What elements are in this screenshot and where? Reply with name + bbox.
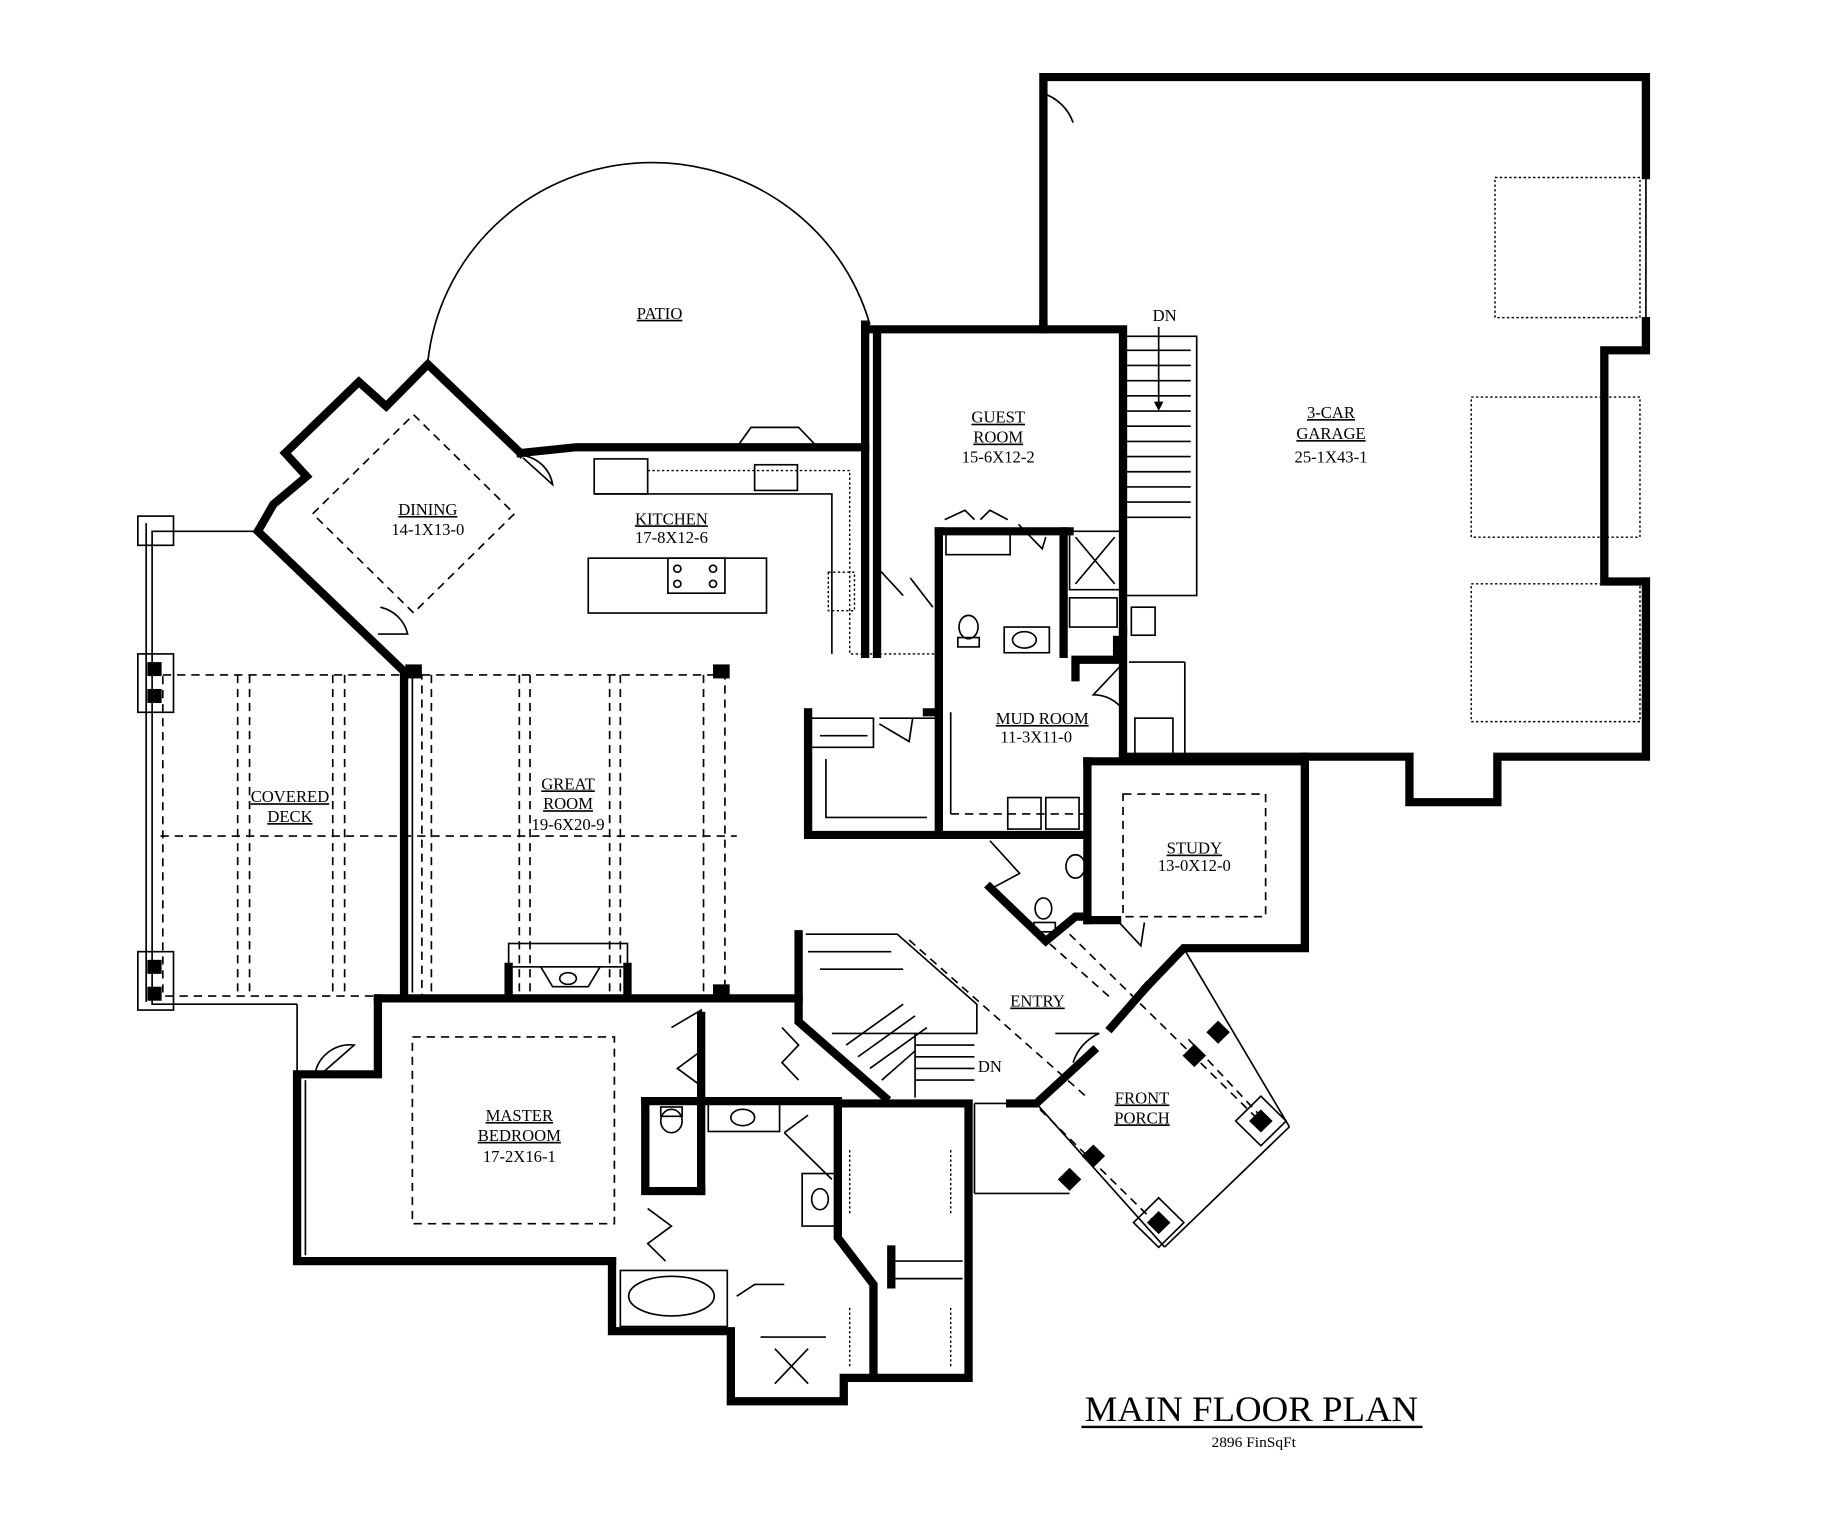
great-room-walls	[160, 664, 799, 1003]
room-label-front-porch-1: FRONT	[1115, 1089, 1170, 1108]
guest-room-walls	[860, 319, 1156, 658]
plan-subtitle: 2896 FinSqFt	[1212, 1434, 1297, 1451]
stair-dn-label: DN	[1153, 306, 1177, 325]
room-label-garage-1: 3-CAR	[1307, 403, 1355, 422]
room-label-master-bedroom-1: MASTER	[486, 1106, 553, 1125]
master-suite-walls	[292, 994, 973, 1406]
room-label-mud-room: MUD ROOM	[996, 709, 1089, 728]
patio-outline	[426, 161, 871, 363]
room-dims-kitchen: 17-8X12-6	[635, 528, 708, 547]
entry-walls	[908, 886, 1291, 1248]
room-label-kitchen: KITCHEN	[635, 509, 708, 528]
room-dims-guest-room: 15-6X12-2	[962, 448, 1035, 467]
room-dims-garage: 25-1X43-1	[1295, 448, 1368, 467]
room-label-great-room-2: ROOM	[543, 794, 593, 813]
kitchen-dining-walls	[252, 358, 878, 678]
powder-entry-walls	[984, 840, 1092, 947]
room-label-master-bedroom-2: BEDROOM	[478, 1126, 561, 1145]
room-label-patio: PATIO	[637, 304, 683, 323]
room-label-covered-deck-2: DECK	[267, 807, 312, 826]
room-label-study: STUDY	[1167, 839, 1223, 858]
room-dims-great-room: 19-6X20-9	[532, 815, 605, 834]
room-label-dining: DINING	[398, 500, 457, 519]
room-dims-mud-room: 11-3X11-0	[1000, 728, 1072, 747]
room-label-guest-room-2: ROOM	[973, 428, 1023, 447]
room-dims-dining: 14-1X13-0	[391, 520, 464, 539]
room-label-great-room-1: GREAT	[541, 774, 595, 793]
main-stair	[794, 930, 978, 1104]
main-stair-dn-label: DN	[978, 1057, 1002, 1076]
room-label-entry: ENTRY	[1010, 992, 1065, 1011]
garage-walls	[1039, 72, 1651, 807]
room-label-covered-deck-1: COVERED	[251, 787, 330, 806]
garage-stair	[1122, 326, 1198, 597]
room-dims-master-bedroom: 17-2X16-1	[483, 1147, 556, 1166]
mud-room-walls	[934, 626, 1310, 925]
room-label-front-porch-2: PORCH	[1114, 1108, 1170, 1127]
room-label-guest-room-1: GUEST	[971, 408, 1025, 427]
plan-title: MAIN FLOOR PLAN	[1085, 1388, 1419, 1429]
room-dims-study: 13-0X12-0	[1158, 856, 1231, 875]
room-label-garage-2: GARAGE	[1296, 424, 1365, 443]
pantry-walls	[803, 708, 943, 839]
covered-deck	[137, 515, 405, 1075]
